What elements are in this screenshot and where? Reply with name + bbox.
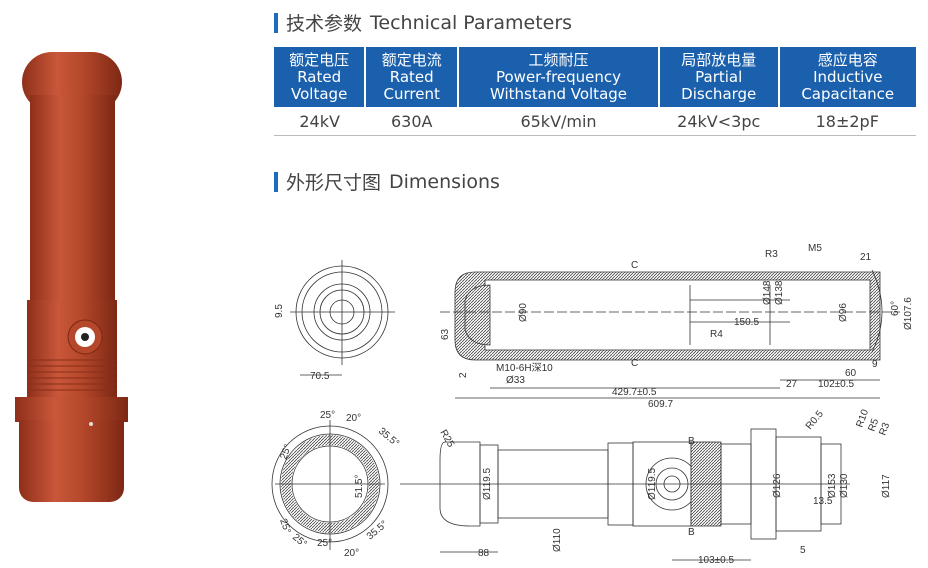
dimension-label: R3 xyxy=(765,249,778,260)
dimension-label: Ø130 xyxy=(839,473,850,498)
dimension-label: 60° xyxy=(890,301,901,316)
title-bar xyxy=(274,171,278,192)
title-en: Technical Parameters xyxy=(370,11,573,34)
dimension-label: C xyxy=(631,260,638,271)
dimension-label: 9 xyxy=(872,359,878,370)
dimension-label: 60 xyxy=(845,368,857,379)
dimension-label: 88 xyxy=(478,548,490,559)
dimension-label: Ø96 xyxy=(838,303,849,322)
dimension-label: 35.5° xyxy=(365,519,390,543)
dimension-label: 609.7 xyxy=(648,399,673,410)
dimension-label: R0.5 xyxy=(804,408,826,432)
table-row: 24kV 630A 65kV/min 24kV<3pc 18±2pF xyxy=(274,107,916,136)
dimension-label: 13.5 xyxy=(813,496,833,507)
dimension-label: Ø153 xyxy=(827,473,838,498)
dimension-label: 20° xyxy=(346,413,361,424)
dimension-label: C xyxy=(631,358,638,369)
dimension-label: Ø33 xyxy=(506,375,525,386)
dimension-label: R3 xyxy=(877,421,892,437)
dimension-label: 21 xyxy=(860,252,872,263)
dimension-label: Ø119.5 xyxy=(482,468,493,500)
dimension-label: 103±0.5 xyxy=(698,555,735,566)
dimension-label: Ø117 xyxy=(881,474,892,498)
dimension-label: 2 xyxy=(458,372,469,378)
dimension-label: 70.5 xyxy=(310,371,330,382)
dimension-label: Ø126 xyxy=(772,473,783,498)
dimension-label: 51.5° xyxy=(354,475,365,498)
title-en: Dimensions xyxy=(389,170,500,193)
side-view xyxy=(400,428,850,561)
dimension-label: 9.5 xyxy=(274,304,285,318)
dimension-label: 20° xyxy=(344,548,359,559)
dimension-label: R10 xyxy=(854,408,871,429)
dimension-label: 25° xyxy=(320,410,335,421)
section-view xyxy=(440,269,900,399)
params-section-title: 技术参数 Technical Parameters xyxy=(274,9,572,36)
dimension-label: 25° xyxy=(317,538,332,549)
cell-withstand-voltage: 65kV/min xyxy=(458,107,659,136)
dimension-label: 25° xyxy=(277,517,293,535)
dimension-label: 35.5° xyxy=(376,426,401,450)
dimension-label: M10-6H深10 xyxy=(496,362,553,374)
front-view xyxy=(290,260,395,376)
dimension-labels: 9.5 70.5 C C R3 M5 21 Ø148 Ø138 Ø90 150.… xyxy=(274,243,914,566)
title-zh: 外形尺寸图 xyxy=(286,172,382,194)
dimension-label: M5 xyxy=(808,243,822,254)
dimension-label: 150.5 xyxy=(734,317,759,328)
title-zh: 技术参数 xyxy=(286,13,363,35)
title-bar xyxy=(274,12,278,33)
cross-section-view xyxy=(271,420,389,550)
dimension-label: B xyxy=(688,436,695,447)
dimension-label: 429.7±0.5 xyxy=(612,387,657,398)
dims-section-title: 外形尺寸图 Dimensions xyxy=(274,168,500,195)
cell-partial-discharge: 24kV<3pc xyxy=(658,107,779,136)
dimension-label: 25° xyxy=(290,532,309,550)
cell-rated-voltage: 24kV xyxy=(274,107,366,136)
cell-rated-current: 630A xyxy=(365,107,459,136)
product-photo xyxy=(15,52,128,502)
dimension-label: Ø110 xyxy=(552,528,563,552)
dimension-label: 63 xyxy=(440,328,451,340)
dimension-label: Ø119.5 xyxy=(647,468,658,500)
dimension-label: R5 xyxy=(866,417,881,433)
dimension-label: 5 xyxy=(800,545,806,556)
dimension-label: Ø90 xyxy=(518,303,529,322)
dimension-label: B xyxy=(688,527,695,538)
dimension-label: Ø148 xyxy=(762,280,773,305)
dimension-label: R4 xyxy=(710,329,723,340)
dimension-label: 25° xyxy=(278,443,294,461)
dimension-label: Ø107.6 xyxy=(903,297,914,330)
dimension-label: 27 xyxy=(786,379,798,390)
dimension-label: R25 xyxy=(437,428,456,450)
cell-inductive-capacitance: 18±2pF xyxy=(778,107,916,136)
dimension-label: 102±0.5 xyxy=(818,379,855,390)
dimension-label: Ø138 xyxy=(774,280,785,305)
